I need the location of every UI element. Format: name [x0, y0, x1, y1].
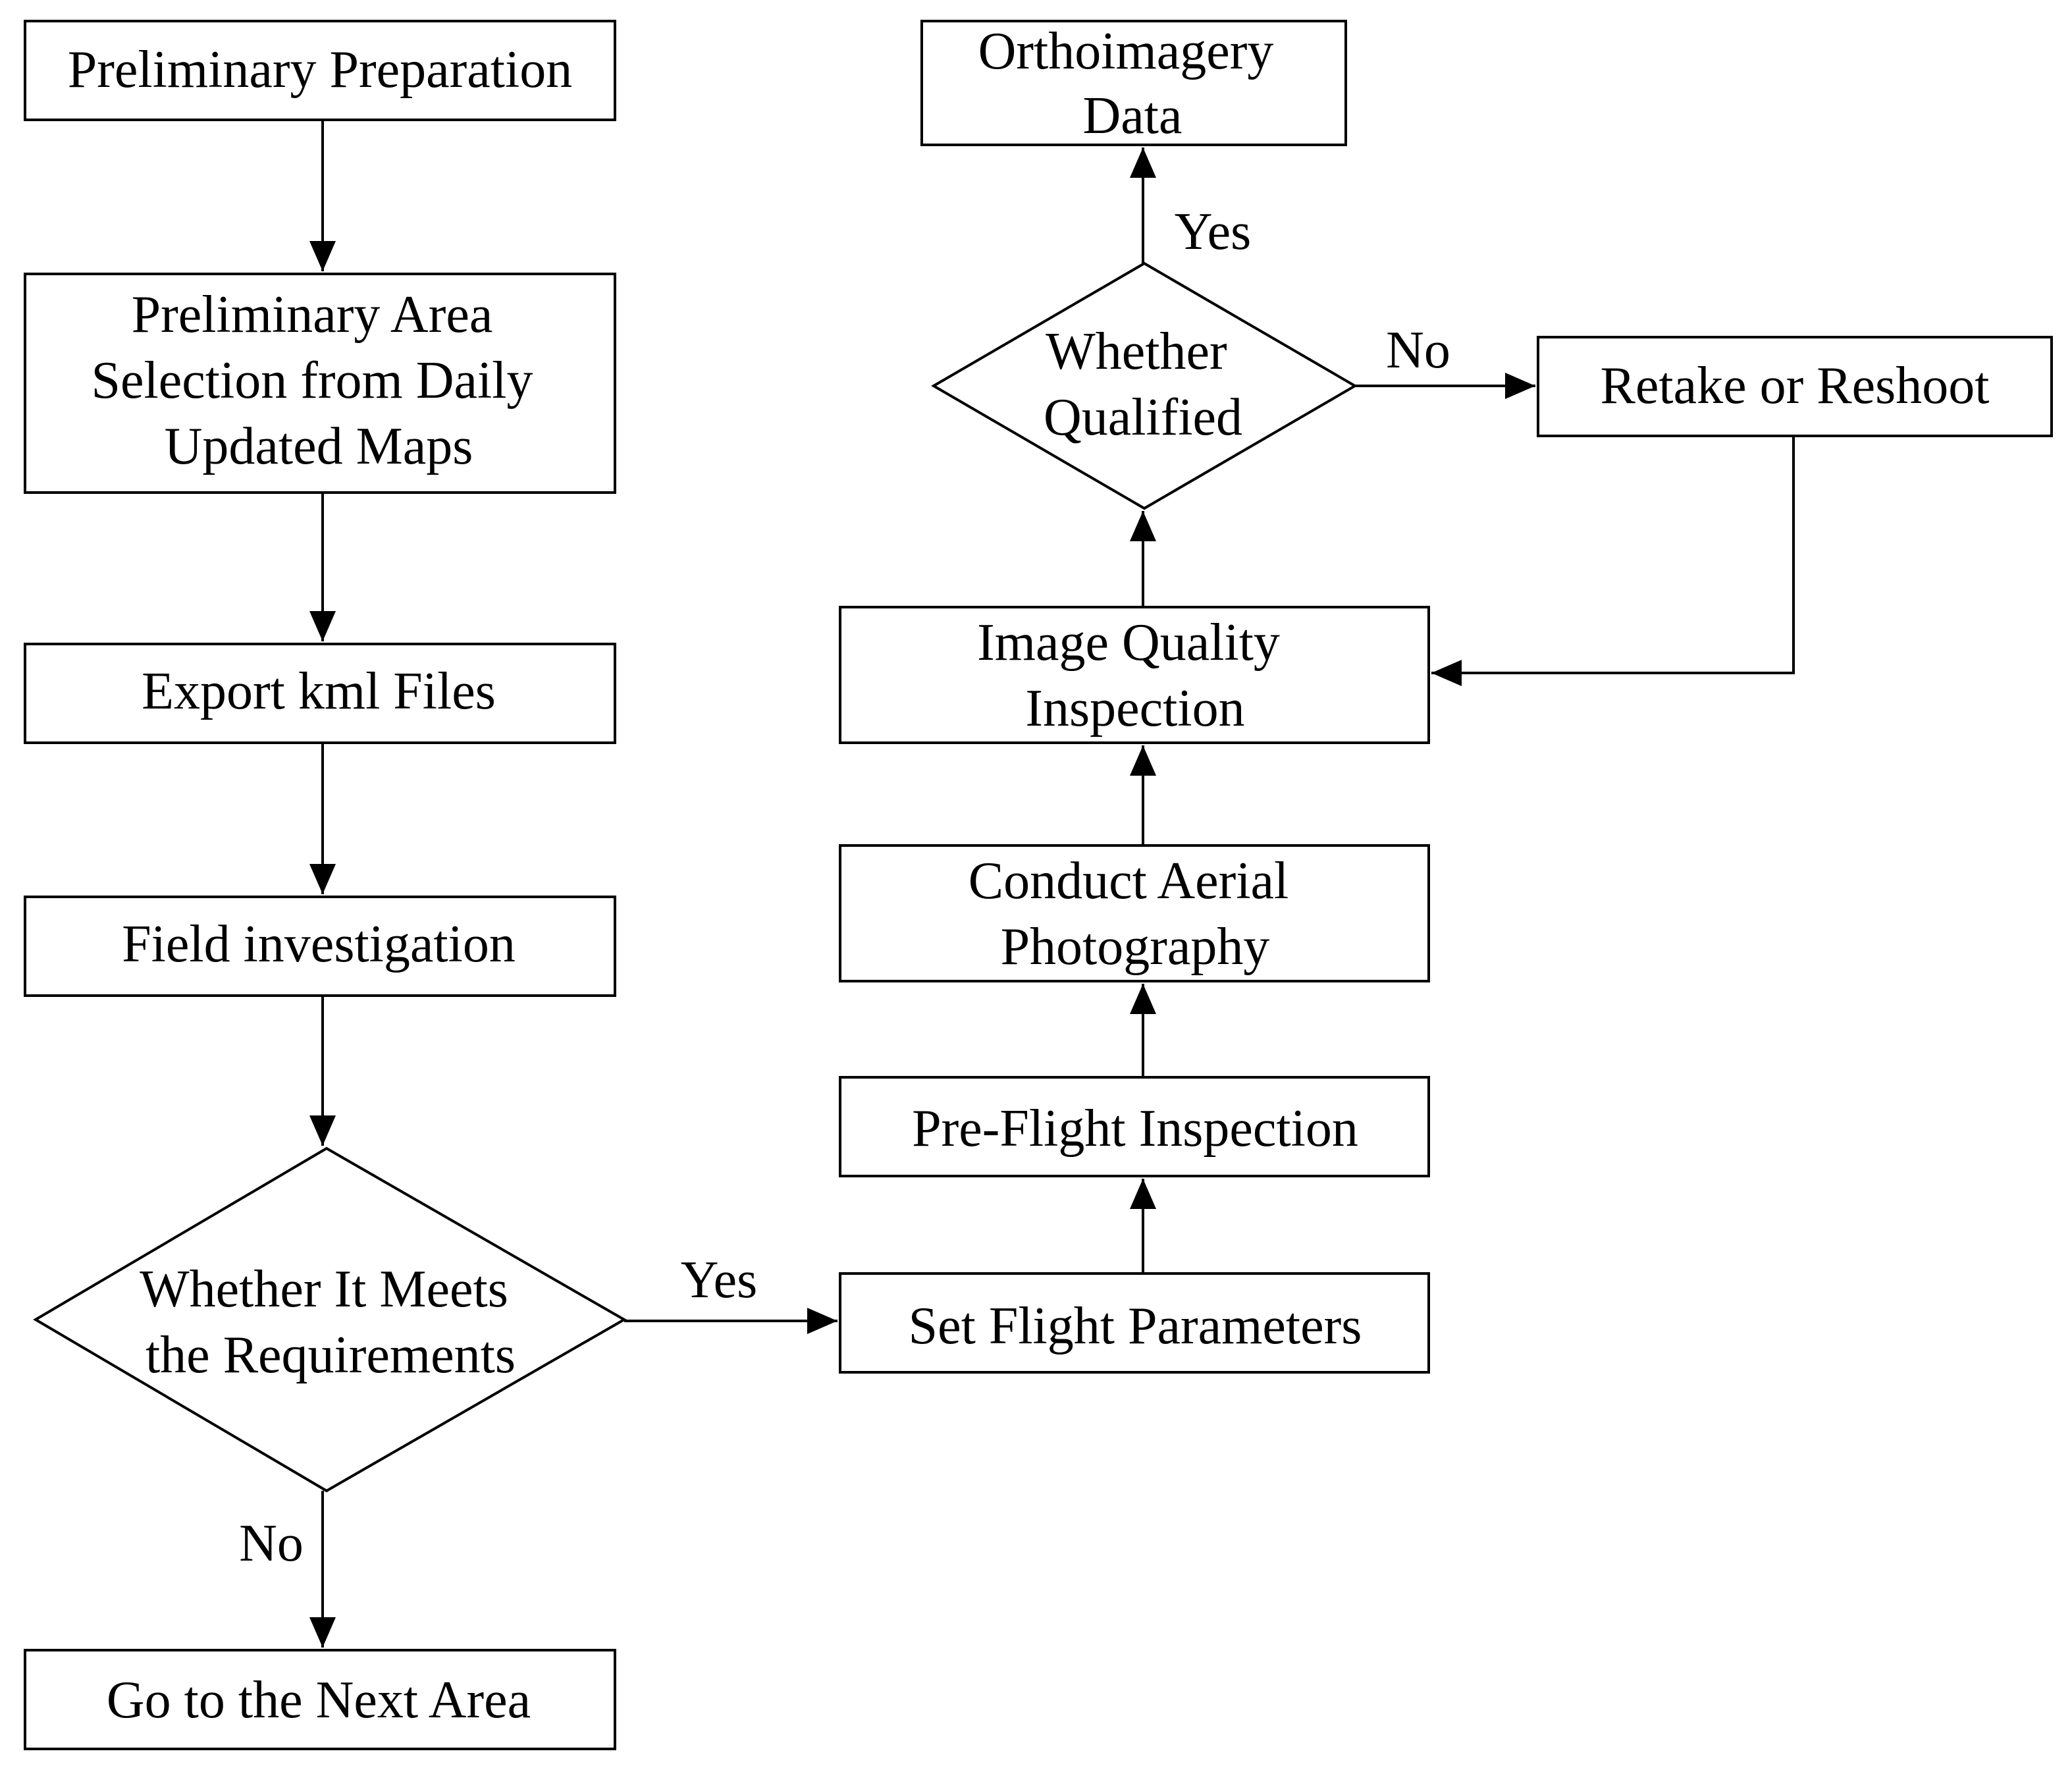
conduct-aerial-photography-line-1: Conduct Aerial — [969, 852, 1289, 910]
qualified-yes-label: Yes — [1175, 203, 1251, 261]
pre-flight-inspection-box — [839, 1076, 1430, 1177]
field-investigation-label: Field investigation — [122, 915, 516, 973]
orthoimagery-data-line-2: Data — [1082, 87, 1182, 145]
export-kml-files-box — [24, 643, 616, 744]
pre-flight-inspection-line-1: Pre-Flight Inspection — [912, 1100, 1358, 1158]
orthoimagery-data-label: Orthoimagery Data — [978, 22, 1287, 145]
connectors — [309, 120, 1795, 1648]
node-labels: Preliminary Preparation Preliminary Area… — [68, 22, 1990, 1729]
image-quality-inspection-line-1: Image Quality — [977, 614, 1280, 672]
conduct-aerial-photography-box — [839, 844, 1430, 982]
export-kml-files-line-1: Export kml Files — [142, 662, 496, 720]
whether-qualified-line-1: Whether — [1046, 323, 1227, 381]
go-to-next-area-box — [24, 1649, 616, 1750]
image-quality-inspection-label: Image Quality Inspection — [977, 614, 1293, 738]
meets-requirements-diamond — [33, 1146, 627, 1493]
requirements-no-label: No — [239, 1515, 304, 1572]
meets-requirements-label: Whether It Meets the Requirements — [140, 1260, 521, 1384]
go-to-next-area-line-1: Go to the Next Area — [107, 1671, 531, 1729]
edge-labels: Yes No Yes No — [239, 203, 1450, 1572]
whether-qualified-label: Whether Qualified — [1044, 323, 1242, 446]
retake-or-reshoot-label: Retake or Reshoot — [1601, 357, 1990, 415]
whether-qualified-diamond — [931, 261, 1358, 510]
export-kml-files-label: Export kml Files — [142, 662, 496, 720]
shapes — [24, 20, 2053, 1750]
qualified-no-label: No — [1386, 321, 1450, 379]
requirements-yes-label: Yes — [681, 1251, 757, 1309]
pre-flight-inspection-label: Pre-Flight Inspection — [912, 1100, 1358, 1158]
set-flight-parameters-line-1: Set Flight Parameters — [909, 1297, 1362, 1355]
image-quality-inspection-box — [839, 606, 1430, 744]
orthoimagery-data-line-1: Orthoimagery — [978, 22, 1274, 80]
preliminary-area-selection-line-3: Updated Maps — [165, 417, 473, 475]
preliminary-area-selection-label: Preliminary Area Selection from Daily Up… — [92, 286, 546, 475]
retake-or-reshoot-line-1: Retake or Reshoot — [1601, 357, 1990, 415]
orthoimagery-data-box — [920, 20, 1347, 146]
whether-qualified-line-2: Qualified — [1044, 389, 1242, 446]
image-quality-inspection-line-2: Inspection — [1025, 680, 1244, 738]
set-flight-parameters-label: Set Flight Parameters — [909, 1297, 1362, 1355]
retake-or-reshoot-box — [1537, 336, 2053, 437]
field-investigation-box — [24, 896, 616, 997]
meets-requirements-line-2: the Requirements — [146, 1326, 516, 1384]
set-flight-parameters-box — [839, 1272, 1430, 1374]
go-to-next-area-label: Go to the Next Area — [107, 1671, 531, 1729]
preliminary-preparation-box — [24, 20, 616, 121]
preliminary-area-selection-box — [24, 273, 616, 494]
field-investigation-line-1: Field investigation — [122, 915, 516, 973]
arrow-retake-to-quality — [1431, 436, 1795, 686]
preliminary-area-selection-line-1: Preliminary Area — [132, 286, 493, 344]
preliminary-preparation-line-1: Preliminary Preparation — [68, 41, 572, 99]
preliminary-preparation-label: Preliminary Preparation — [68, 41, 572, 99]
conduct-aerial-photography-line-2: Photography — [1001, 918, 1270, 976]
meets-requirements-line-1: Whether It Meets — [140, 1260, 508, 1318]
conduct-aerial-photography-label: Conduct Aerial Photography — [969, 852, 1302, 976]
preliminary-area-selection-line-2: Selection from Daily — [92, 352, 533, 410]
